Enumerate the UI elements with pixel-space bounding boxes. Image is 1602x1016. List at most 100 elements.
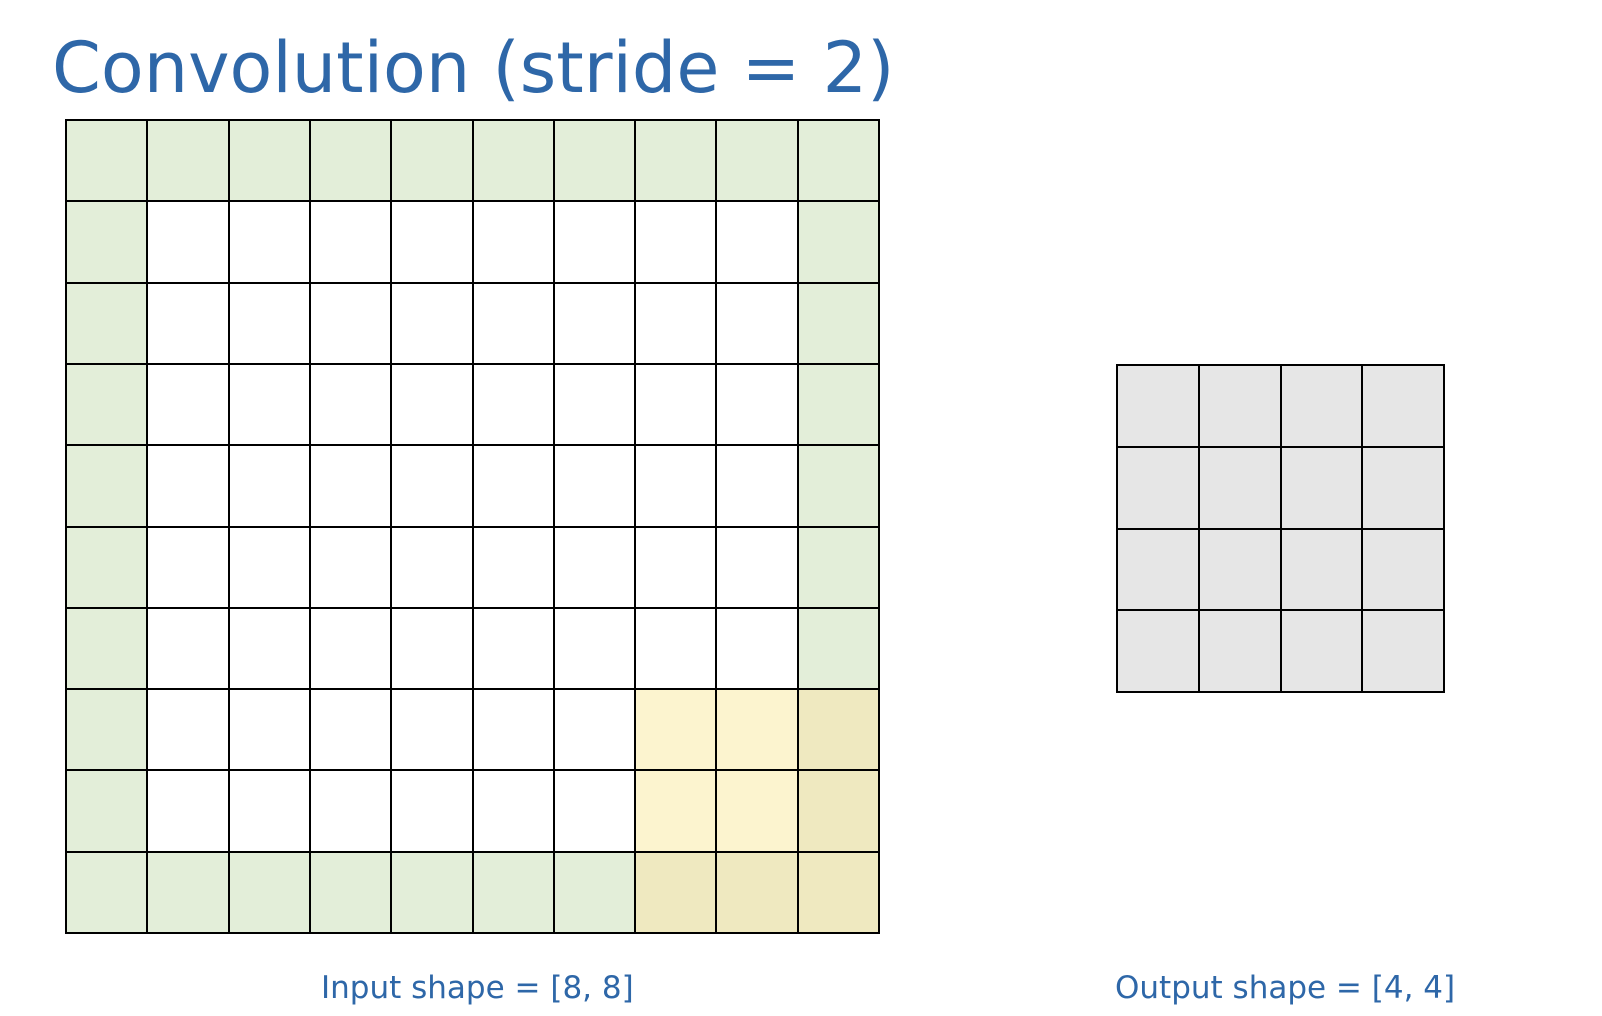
- output-cell: [1199, 611, 1282, 693]
- padding-cell: [310, 121, 393, 203]
- input-cell: [148, 527, 230, 609]
- input-cell: [148, 202, 230, 284]
- output-cell: [1363, 611, 1445, 693]
- input-cell: [717, 527, 799, 609]
- input-cell: [392, 690, 474, 772]
- kernel-padding-cell: [798, 690, 880, 772]
- padding-cell: [229, 852, 311, 934]
- padding-cell: [67, 283, 149, 365]
- padding-cell: [67, 690, 149, 772]
- padding-cell: [798, 283, 880, 365]
- input-cell: [148, 771, 230, 853]
- padding-cell: [67, 202, 149, 284]
- input-cell: [717, 446, 799, 528]
- input-cell: [148, 283, 230, 365]
- input-cell: [473, 364, 555, 447]
- padding-cell: [148, 121, 230, 203]
- output-cell: [1118, 529, 1200, 612]
- kernel-cell: [636, 690, 718, 772]
- padding-cell: [67, 608, 149, 691]
- padding-cell: [67, 364, 149, 447]
- input-cell: [310, 608, 393, 691]
- output-cell: [1363, 529, 1445, 612]
- kernel-cell: [717, 690, 799, 772]
- input-cell: [392, 446, 474, 528]
- kernel-padding-cell: [717, 852, 799, 934]
- padding-cell: [798, 364, 880, 447]
- input-cell: [636, 527, 718, 609]
- input-cell: [310, 527, 393, 609]
- kernel-padding-cell: [798, 852, 880, 934]
- input-cell: [392, 202, 474, 284]
- output-cell: [1281, 366, 1364, 448]
- input-cell: [229, 364, 311, 447]
- input-cell: [310, 771, 393, 853]
- input-cell: [392, 608, 474, 691]
- input-cell: [473, 608, 555, 691]
- padding-cell: [554, 121, 637, 203]
- output-shape-caption: Output shape = [4, 4]: [1115, 970, 1456, 1006]
- input-cell: [148, 446, 230, 528]
- input-cell: [717, 608, 799, 691]
- output-cell: [1281, 611, 1364, 693]
- input-cell: [392, 283, 474, 365]
- input-cell: [554, 364, 637, 447]
- input-cell: [148, 364, 230, 447]
- kernel-cell: [717, 771, 799, 853]
- output-grid: [1116, 364, 1445, 693]
- padding-cell: [229, 121, 311, 203]
- input-cell: [148, 608, 230, 691]
- input-cell: [554, 202, 637, 284]
- padding-cell: [392, 121, 474, 203]
- input-cell: [554, 690, 637, 772]
- input-cell: [554, 527, 637, 609]
- diagram-title: Convolution (stride = 2): [52, 27, 895, 109]
- input-cell: [554, 771, 637, 853]
- padding-cell: [798, 527, 880, 609]
- padding-cell: [67, 771, 149, 853]
- input-shape-caption: Input shape = [8, 8]: [321, 970, 634, 1006]
- kernel-padding-cell: [636, 852, 718, 934]
- input-cell: [310, 690, 393, 772]
- input-cell: [636, 608, 718, 691]
- input-cell: [310, 364, 393, 447]
- padding-cell: [473, 852, 555, 934]
- output-cell: [1363, 366, 1445, 448]
- padding-cell: [67, 527, 149, 609]
- output-cell: [1199, 447, 1282, 530]
- input-cell: [310, 446, 393, 528]
- input-cell: [229, 608, 311, 691]
- output-cell: [1199, 529, 1282, 612]
- kernel-padding-cell: [798, 771, 880, 853]
- input-cell: [636, 202, 718, 284]
- input-cell: [473, 771, 555, 853]
- input-cell: [473, 283, 555, 365]
- padding-cell: [310, 852, 393, 934]
- padding-cell: [798, 121, 880, 203]
- input-cell: [636, 446, 718, 528]
- input-cell: [554, 608, 637, 691]
- output-cell: [1281, 447, 1364, 530]
- input-cell: [473, 446, 555, 528]
- padding-cell: [67, 852, 149, 934]
- padding-cell: [636, 121, 718, 203]
- input-cell: [392, 364, 474, 447]
- padding-cell: [392, 852, 474, 934]
- padding-cell: [148, 852, 230, 934]
- input-cell: [229, 283, 311, 365]
- padding-cell: [554, 852, 637, 934]
- output-cell: [1118, 366, 1200, 448]
- padding-cell: [67, 121, 149, 203]
- input-cell: [473, 202, 555, 284]
- input-cell: [636, 283, 718, 365]
- input-cell: [148, 690, 230, 772]
- input-cell: [229, 690, 311, 772]
- padding-cell: [798, 608, 880, 691]
- input-cell: [473, 527, 555, 609]
- input-cell: [717, 202, 799, 284]
- input-cell: [310, 202, 393, 284]
- output-cell: [1363, 447, 1445, 530]
- output-cell: [1118, 447, 1200, 530]
- input-cell: [229, 527, 311, 609]
- output-cell: [1281, 529, 1364, 612]
